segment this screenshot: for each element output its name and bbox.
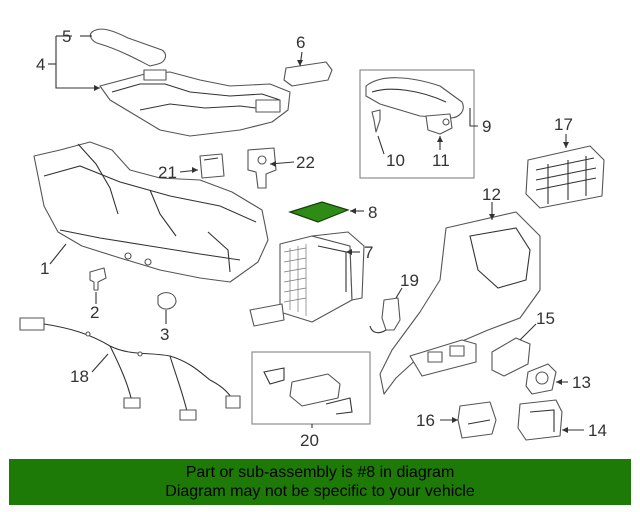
part-8-highlighted-mat[interactable] — [288, 201, 350, 223]
callout-18: 18 — [70, 367, 89, 386]
banner-line-1: Part or sub-assembly is #8 in diagram — [185, 464, 455, 481]
callout-19: 19 — [400, 271, 419, 290]
part-18-wiring-harness[interactable] — [19, 317, 241, 421]
callout-22: 22 — [296, 153, 315, 172]
part-20-module[interactable] — [263, 367, 353, 415]
info-banner: Part or sub-assembly is #8 in diagram Di… — [9, 459, 631, 505]
part-12-front-trim-panel[interactable] — [379, 211, 541, 395]
callout-8: 8 — [368, 203, 377, 222]
callout-3: 3 — [160, 325, 169, 344]
callout-11: 11 — [432, 151, 450, 170]
callout-14: 14 — [588, 421, 607, 440]
callout-10: 10 — [386, 151, 405, 170]
callout-17: 17 — [554, 115, 573, 134]
part-4-upper-trim[interactable] — [99, 69, 291, 137]
part-11-latch[interactable] — [425, 113, 453, 135]
part-17-air-vent[interactable] — [525, 145, 605, 209]
callout-2: 2 — [90, 303, 99, 322]
part-10-screw[interactable] — [371, 109, 381, 133]
part-3-clip[interactable] — [157, 292, 177, 310]
part-2-clip[interactable] — [89, 267, 107, 291]
callout-6: 6 — [296, 33, 305, 52]
callout-15: 15 — [536, 309, 555, 328]
callout-7: 7 — [364, 243, 373, 262]
callout-4: 4 — [36, 55, 45, 74]
leader-arrowheads — [94, 60, 569, 433]
part-5-armrest-pad[interactable] — [89, 28, 167, 67]
part-19-usb-port[interactable] — [369, 297, 401, 334]
part-6-trim-piece[interactable] — [283, 61, 333, 87]
center-console-exploded-diagram: 5 4 6 9 10 11 17 21 22 8 12 7 1 19 2 15 … — [19, 27, 607, 450]
part-1-console-body[interactable] — [33, 141, 269, 283]
part-16-switch-module[interactable] — [457, 401, 497, 439]
banner-line-2: Diagram may not be specific to your vehi… — [165, 483, 475, 500]
callout-9: 9 — [482, 117, 491, 136]
part-21-switch[interactable] — [199, 153, 225, 179]
callout-13: 13 — [572, 373, 591, 392]
callout-20: 20 — [300, 431, 319, 450]
part-14-bracket[interactable] — [517, 399, 563, 441]
callout-21: 21 — [158, 163, 177, 182]
part-13-power-outlet[interactable] — [525, 363, 557, 395]
callout-5: 5 — [62, 27, 71, 46]
callout-16: 16 — [416, 411, 435, 430]
part-22-bracket[interactable] — [247, 147, 277, 189]
leader-lines — [48, 35, 584, 431]
part-7-storage-bin[interactable] — [249, 231, 365, 327]
callout-1: 1 — [40, 259, 49, 278]
callout-12: 12 — [482, 185, 501, 204]
part-15-bezel[interactable] — [491, 337, 531, 377]
